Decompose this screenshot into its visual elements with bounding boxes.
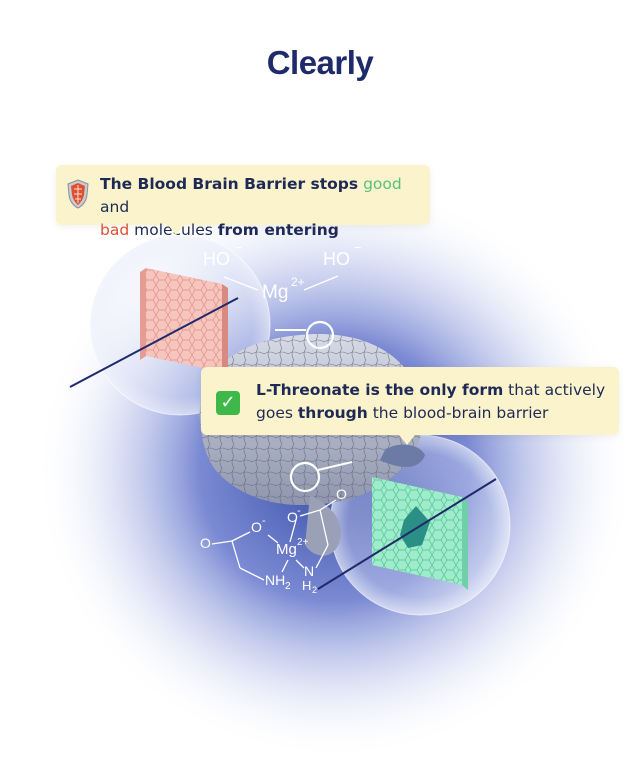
svg-text:2: 2 [312,585,317,595]
svg-text:-: - [262,515,266,527]
svg-text:−: − [235,240,243,255]
svg-text:2: 2 [285,581,291,592]
svg-text:H: H [302,578,311,593]
magnesium-label: Mg [262,282,288,303]
pass-path-line [317,478,497,590]
zoom-circle-top [305,320,335,350]
magnesium-hydroxide-molecule: HO − HO − Mg 2+ [203,240,362,303]
svg-text:O: O [287,509,298,525]
svg-text:O: O [200,535,211,551]
brand-logo: Clearly [266,44,374,81]
svg-text:−: − [354,240,362,255]
blocked-path-line [69,297,239,388]
hydroxide-left-label: HO [203,249,230,269]
bad-word: bad [100,221,130,239]
blocked-barrier-panel [140,268,228,376]
threonate-callout-text: L-Threonate is the only form that active… [256,381,606,422]
pass-barrier-panel [372,477,468,590]
good-word: good [363,175,402,193]
hydroxide-right-label: HO [323,249,350,269]
zoom-circle-bottom [289,461,321,493]
svg-text:N: N [304,563,314,579]
magnesium-label-bottom: Mg [276,541,297,558]
svg-text:NH: NH [265,572,285,588]
shield-icon [67,179,89,209]
check-icon: ✓ [216,391,240,415]
svg-text:2+: 2+ [291,275,305,289]
magnesium-threonate-molecule: O O - NH 2 Mg 2+ O - O N H 2 [200,486,347,595]
svg-text:O: O [336,486,347,502]
svg-text:O: O [251,519,262,535]
svg-text:2+: 2+ [297,537,309,548]
threonate-callout: ✓ L-Threonate is the only form that acti… [201,367,619,445]
svg-text:-: - [297,505,301,517]
